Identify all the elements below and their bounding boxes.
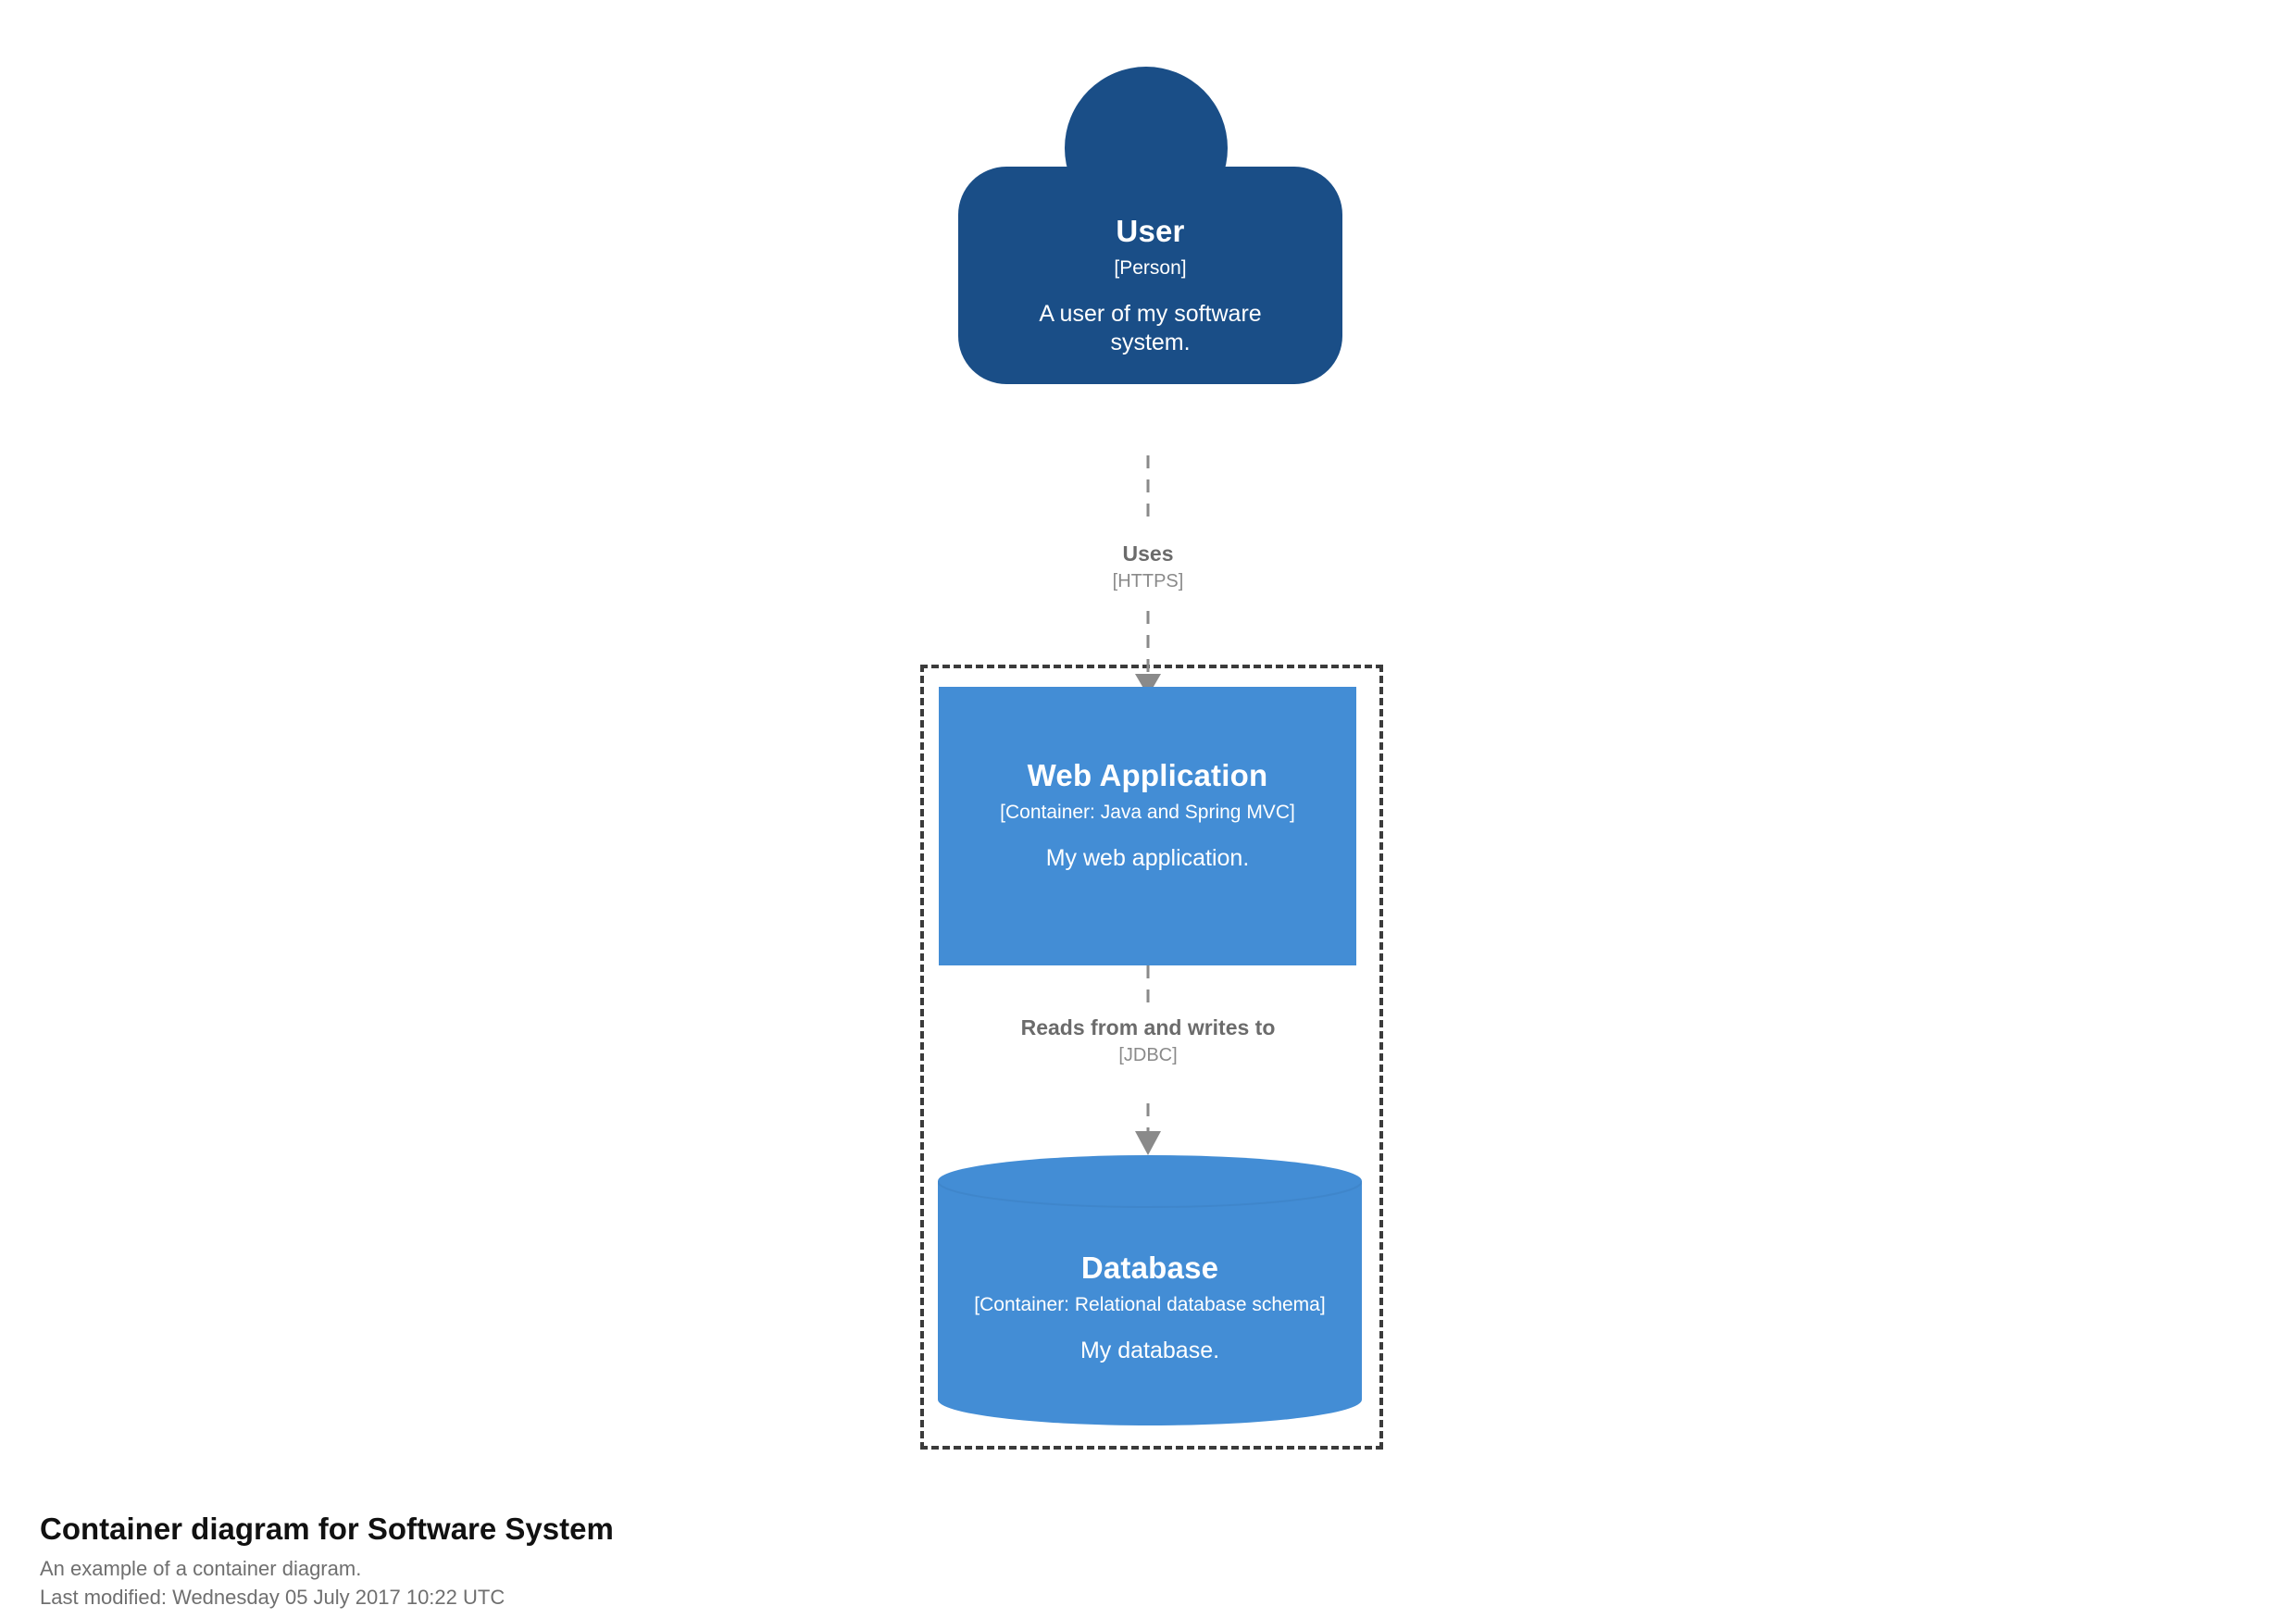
relationship-reads-writes-technology: [JDBC] [1118,1045,1178,1066]
database-type: [Container: Relational database schema] [974,1293,1326,1315]
element-container-database[interactable]: Database [Container: Relational database… [938,1155,1362,1425]
web-application-name: Web Application [1027,758,1268,792]
caption-title: Container diagram for Software System [40,1512,614,1546]
relationship-uses-technology: [HTTPS] [1112,571,1184,592]
element-person-user[interactable]: User [Person] A user of my software syst… [958,67,1342,454]
relationship-uses-description: Uses [1122,541,1174,566]
person-body-shape [958,167,1342,384]
database-name: Database [1080,1251,1219,1285]
database-label-group: Database [Container: Relational database… [938,1155,1362,1425]
web-application-description: My web application. [1045,845,1250,872]
person-type: [Person] [1114,256,1187,279]
database-description: My database. [1079,1338,1220,1364]
database-cylinder-shape [938,1155,1362,1425]
person-name: User [1116,214,1185,248]
caption-last-modified: Last modified: Wednesday 05 July 2017 10… [40,1586,505,1610]
diagram-caption: Container diagram for Software System An… [40,1511,1336,1612]
relationship-uses-label: Uses [HTTPS] [1009,541,1287,592]
system-boundary-box [920,665,1383,1450]
web-application-type: [Container: Java and Spring MVC] [1000,801,1295,823]
element-container-web-application[interactable]: Web Application [Container: Java and Spr… [939,687,1356,965]
relationship-reads-writes-label: Reads from and writes to [JDBC] [1009,1014,1287,1066]
person-description: A user of my software system. [1039,301,1262,356]
caption-subtitle: An example of a container diagram. [40,1556,362,1580]
relationship-reads-writes-description: Reads from and writes to [1020,1015,1276,1039]
person-label-group: User [Person] A user of my software syst… [958,167,1342,384]
